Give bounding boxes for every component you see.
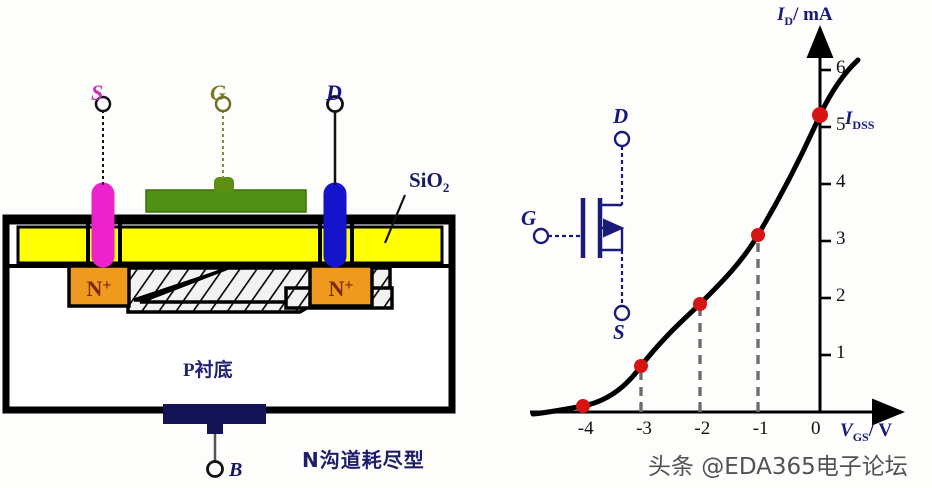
x-axis-symbol: V bbox=[840, 420, 853, 441]
data-point bbox=[576, 399, 590, 413]
body-terminal-label: B bbox=[229, 459, 243, 481]
mosfet-symbol bbox=[532, 130, 631, 322]
sio2-label: SiO2 bbox=[409, 168, 449, 196]
symbol-gate-node[interactable] bbox=[532, 227, 550, 245]
y-axis-unit: / mA bbox=[793, 4, 833, 25]
transfer-characteristic-chart bbox=[530, 25, 905, 426]
data-point-idss bbox=[812, 107, 828, 123]
sio2-subscript: 2 bbox=[442, 180, 450, 196]
symbol-source-label: S bbox=[613, 320, 625, 344]
idss-annotation: IDSS bbox=[845, 108, 874, 133]
symbol-source-node[interactable] bbox=[613, 304, 631, 322]
x-tick-label: 0 bbox=[811, 418, 821, 439]
idss-symbol: I bbox=[845, 108, 853, 129]
body-metal-plate bbox=[163, 404, 266, 424]
y-axis-symbol: I bbox=[777, 4, 785, 25]
nplus-source-region bbox=[67, 264, 131, 308]
sio2-oxide-layer bbox=[16, 225, 444, 265]
drain-terminal-node[interactable] bbox=[326, 95, 344, 113]
x-axis-subscript: GS bbox=[852, 429, 869, 444]
nplus-drain-region bbox=[308, 264, 374, 308]
droplines bbox=[639, 235, 760, 412]
device-type-caption: N沟道耗尽型 bbox=[302, 448, 425, 472]
symbol-gate-label: G bbox=[521, 206, 537, 230]
data-point bbox=[693, 297, 707, 311]
gate-metal-stub bbox=[214, 177, 234, 193]
gate-terminal-node[interactable] bbox=[214, 95, 232, 113]
mosfet-cross-section: N+ N+ bbox=[2, 95, 456, 478]
source-terminal-label: S bbox=[91, 80, 104, 105]
data-point-markers bbox=[576, 107, 828, 413]
x-tick-label: -1 bbox=[752, 418, 769, 439]
y-tick-label: 4 bbox=[836, 171, 846, 192]
drain-terminal-label: D bbox=[326, 80, 342, 105]
sio2-text: SiO bbox=[409, 168, 443, 192]
drain-metal-contact bbox=[323, 182, 347, 268]
y-tick-label: 1 bbox=[836, 342, 846, 363]
body-metal-stub bbox=[207, 420, 223, 434]
source-terminal-node[interactable] bbox=[94, 95, 112, 113]
x-axis-label: VGS/ V bbox=[840, 420, 892, 445]
y-axis-ticks bbox=[820, 68, 831, 357]
y-axis-label: ID/ mA bbox=[777, 4, 833, 29]
symbol-drain-label: D bbox=[613, 104, 629, 128]
y-tick-label: 5 bbox=[836, 114, 846, 135]
gate-metal-plate bbox=[145, 189, 307, 213]
data-point bbox=[634, 359, 648, 373]
nplus-drain-label: N+ bbox=[328, 276, 353, 301]
y-tick-label: 3 bbox=[836, 228, 846, 249]
x-axis-unit: / V bbox=[868, 420, 893, 441]
y-axis-subscript: D bbox=[784, 13, 794, 28]
sio2-leader-line bbox=[383, 194, 407, 244]
x-tick-label: -3 bbox=[636, 418, 652, 439]
source-metal-contact bbox=[91, 182, 115, 268]
p-substrate-label: P衬底 bbox=[183, 360, 233, 381]
x-tick-label: -2 bbox=[694, 418, 711, 439]
data-point bbox=[751, 228, 765, 242]
x-tick-label: -4 bbox=[577, 418, 594, 439]
gate-terminal-label: G bbox=[210, 80, 226, 105]
body-terminal-node[interactable] bbox=[206, 460, 224, 478]
symbol-drain-node[interactable] bbox=[613, 130, 631, 148]
idss-subscript: DSS bbox=[852, 117, 875, 132]
y-tick-label: 2 bbox=[836, 285, 846, 306]
y-tick-label: 6 bbox=[836, 57, 846, 78]
watermark-text: 头条 @EDA365电子论坛 bbox=[648, 454, 908, 480]
